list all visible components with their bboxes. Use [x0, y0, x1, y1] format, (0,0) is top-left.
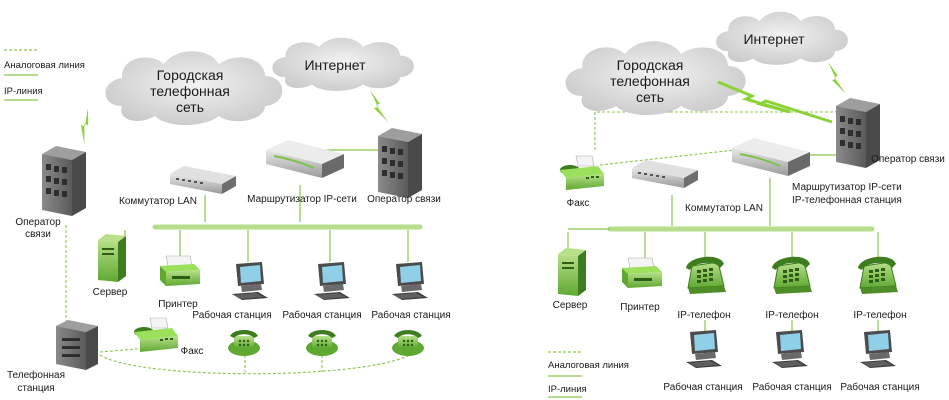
printer-icon: [621, 257, 663, 289]
operator-label: Оператор связи: [871, 154, 945, 165]
legend-analog-label: Аналоговая линия: [548, 360, 629, 371]
ip-phone-icon: [685, 256, 727, 295]
legend-ip-label: IP-линия: [4, 86, 43, 97]
server-icon: [98, 234, 126, 282]
pbx-icon: [56, 320, 98, 370]
workstation-label: Рабочая станция: [192, 309, 271, 321]
city-network-label-2: телефонная: [150, 83, 230, 99]
fax-label: Факс: [567, 198, 590, 209]
right-diagram: Городская телефонная сеть Интернет Опера…: [548, 11, 945, 398]
workstation-label: Рабочая станция: [282, 309, 361, 321]
operator-building-icon: [42, 146, 86, 216]
city-network-label-1: Городская: [617, 57, 684, 73]
legend-ip-label: IP-линия: [548, 384, 587, 395]
fax-label: Факс: [181, 346, 204, 357]
ip-phone-label: IP-телефон: [765, 309, 818, 321]
ip-phone-icon: [771, 256, 813, 295]
router-label: Маршрутизатор IP-сети: [247, 194, 357, 205]
fax-icon: [559, 155, 605, 191]
printer-icon: [159, 255, 201, 287]
city-network-label-1: Городская: [157, 67, 224, 83]
router-label-2: IP-телефонная станция: [792, 194, 902, 206]
wireless-link-icon: [69, 108, 103, 145]
right-connections: [567, 111, 879, 336]
router-label-1: Маршрутизатор IP-сети: [792, 182, 902, 193]
server-label: Сервер: [553, 300, 588, 311]
city-network-label-3: сеть: [636, 89, 664, 105]
analog-phone-icon: [228, 330, 260, 356]
left-legend: Аналоговая линия IP-линия: [4, 49, 85, 101]
city-network-label-2: телефонная: [610, 73, 690, 89]
workstation-icon: [860, 330, 896, 368]
server-icon: [558, 248, 586, 296]
router-icon: [265, 139, 345, 179]
lan-switch-icon: [170, 166, 236, 194]
city-network-label-3: сеть: [176, 99, 204, 115]
internet-label: Интернет: [304, 57, 366, 73]
wireless-link-icon: [717, 80, 833, 124]
workstation-icon: [686, 330, 722, 368]
ip-phone-label: IP-телефон: [853, 309, 906, 321]
workstation-label: Рабочая станция: [840, 381, 919, 393]
workstation-icon: [772, 330, 808, 368]
fax-icon: [133, 317, 179, 353]
workstation-icon: [232, 262, 268, 300]
workstation-label: Рабочая станция: [663, 381, 742, 393]
right-legend: Аналоговая линия IP-линия: [548, 351, 629, 398]
router-icon: [731, 137, 811, 177]
wireless-link-icon: [370, 90, 388, 122]
lan-switch-label: Коммутатор LAN: [685, 203, 763, 214]
operator-building-icon: [378, 128, 422, 198]
printer-label: Принтер: [620, 302, 660, 313]
workstation-icon: [314, 262, 350, 300]
ip-phone-icon: [857, 256, 899, 295]
pbx-label-1: Телефонная: [7, 369, 65, 381]
internet-label: Интернет: [743, 31, 805, 47]
operator-right-label: Оператор связи: [367, 194, 441, 205]
workstation-label: Рабочая станция: [371, 309, 450, 321]
workstation-icon: [392, 262, 428, 300]
analog-phone-icon: [306, 330, 338, 356]
operator-label-2: связи: [25, 229, 51, 240]
lan-switch-label: Коммутатор LAN: [119, 196, 197, 207]
left-diagram: Аналоговая линия IP-линия Городска: [4, 37, 451, 394]
workstation-label: Рабочая станция: [752, 381, 831, 393]
pbx-label-2: станция: [17, 383, 54, 394]
analog-phone-icon: [392, 330, 424, 356]
legend-analog-label: Аналоговая линия: [4, 60, 85, 71]
operator-label-1: Оператор: [15, 217, 61, 228]
lan-switch-icon: [632, 160, 698, 188]
printer-label: Принтер: [158, 299, 198, 310]
server-label: Сервер: [93, 287, 128, 298]
ip-phone-label: IP-телефон: [677, 309, 730, 321]
wireless-link-icon: [828, 62, 846, 94]
